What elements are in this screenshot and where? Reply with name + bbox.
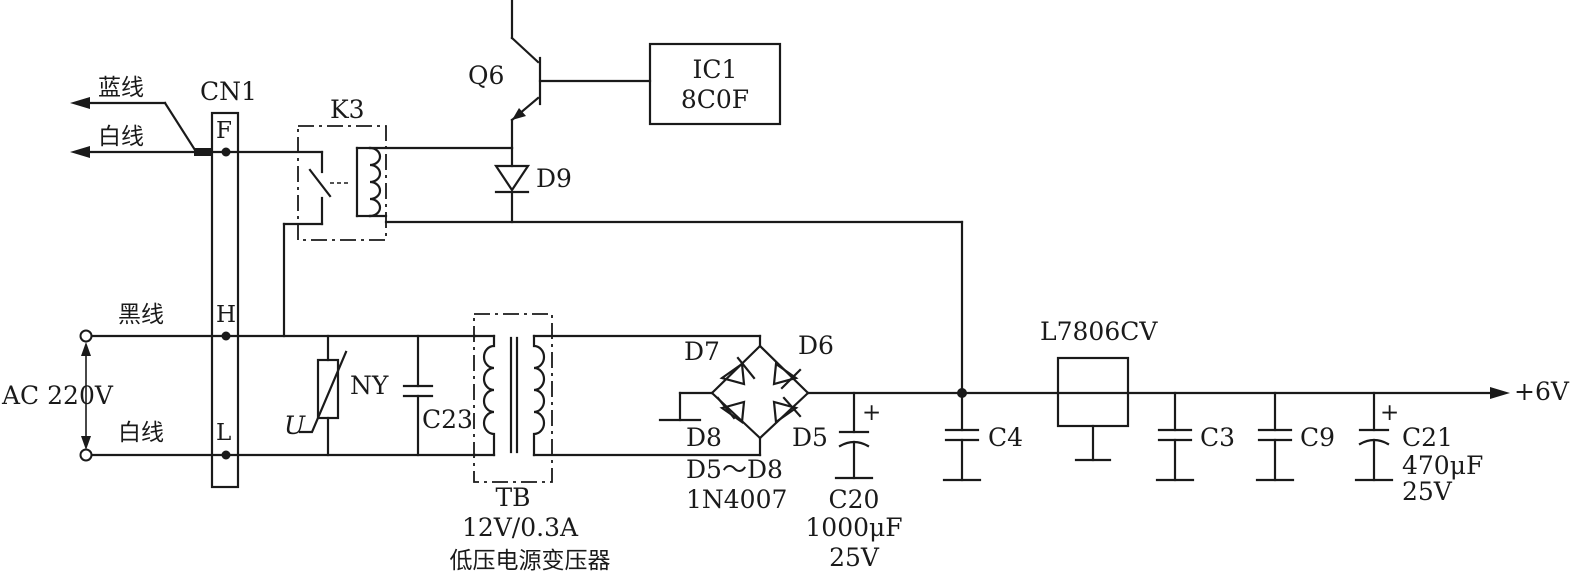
relay-k3 <box>224 125 514 338</box>
varistor-ny <box>298 334 348 457</box>
capacitor-c4 <box>942 391 982 482</box>
d9-label: D9 <box>536 164 572 193</box>
ic1-block <box>648 42 782 126</box>
c23-label: C23 <box>422 405 473 434</box>
bridge-part-label: 1N4007 <box>686 485 787 514</box>
wire-blue-label: 蓝线 <box>98 75 144 101</box>
diode-d5-symbol <box>772 400 799 424</box>
wire-white-top-label: 白线 <box>98 124 144 150</box>
q6-label: Q6 <box>468 61 504 90</box>
tb-description-label: 低压电源变压器 <box>450 548 611 574</box>
capacitor-c20 <box>834 391 874 480</box>
tb-rating-label: 12V/0.3A <box>462 513 579 542</box>
diode-d6-symbol <box>772 362 799 386</box>
pin-l-label: L <box>216 420 231 446</box>
transistor-q6 <box>510 0 652 150</box>
bridge-range-label: D5～D8 <box>686 455 783 484</box>
cn1-label: CN1 <box>200 77 257 106</box>
d8-label: D8 <box>686 423 722 452</box>
capacitor-c21 <box>1354 391 1394 482</box>
terminal-l <box>79 448 93 462</box>
tb-label: TB <box>495 483 530 512</box>
ny-label: NY <box>350 371 389 400</box>
regulator-label: L7806CV <box>1040 317 1158 346</box>
ac-input-label: AC 220V <box>1 381 114 410</box>
diode-d9 <box>493 146 531 224</box>
c20-voltage-label: 25V <box>829 543 880 572</box>
terminal-h <box>79 329 93 343</box>
arrow-down-icon <box>81 436 91 450</box>
wire-black-label: 黑线 <box>118 302 164 328</box>
transformer-tb <box>473 313 762 483</box>
c20-plus-label: + <box>862 400 881 426</box>
c21-label: C21 <box>1402 423 1453 452</box>
bridge-rectifier <box>658 334 1496 457</box>
capacitor-c9 <box>1255 391 1295 482</box>
emitter-arrow-icon <box>512 108 526 120</box>
pin-h-label: H <box>216 302 236 328</box>
k3-label: K3 <box>330 95 365 124</box>
d5-label: D5 <box>792 423 828 452</box>
capacitor-c3 <box>1155 391 1195 482</box>
arrow-right-icon <box>1490 387 1510 399</box>
cn1-connector <box>210 111 240 489</box>
ic1-label: IC1 <box>693 55 738 84</box>
c21-capacitance-label: 470μF <box>1402 451 1483 480</box>
diode-d7-symbol <box>719 362 746 386</box>
wire-white-bottom-label: 白线 <box>118 420 164 446</box>
d7-label: D7 <box>684 337 720 366</box>
ic1-part-label: 8C0F <box>681 85 749 114</box>
capacitor-c23 <box>402 334 434 457</box>
arrow-up-icon <box>81 342 91 356</box>
ac-input <box>79 329 477 462</box>
wire-junction-block <box>194 148 212 156</box>
c9-label: C9 <box>1300 423 1335 452</box>
c21-voltage-label: 25V <box>1402 477 1453 506</box>
varistor-u-label: U <box>284 411 306 440</box>
output-wires <box>70 97 228 158</box>
c4-label: C4 <box>988 423 1023 452</box>
d6-label: D6 <box>798 331 834 360</box>
c21-plus-label: + <box>1380 400 1399 426</box>
c3-label: C3 <box>1200 423 1235 452</box>
arrow-left-icon <box>70 146 90 158</box>
output-label: +6V <box>1514 377 1570 406</box>
c20-capacitance-label: 1000μF <box>805 513 902 542</box>
c20-label: C20 <box>829 485 880 514</box>
pin-f-label: F <box>216 118 232 144</box>
arrow-left-icon <box>70 97 90 109</box>
